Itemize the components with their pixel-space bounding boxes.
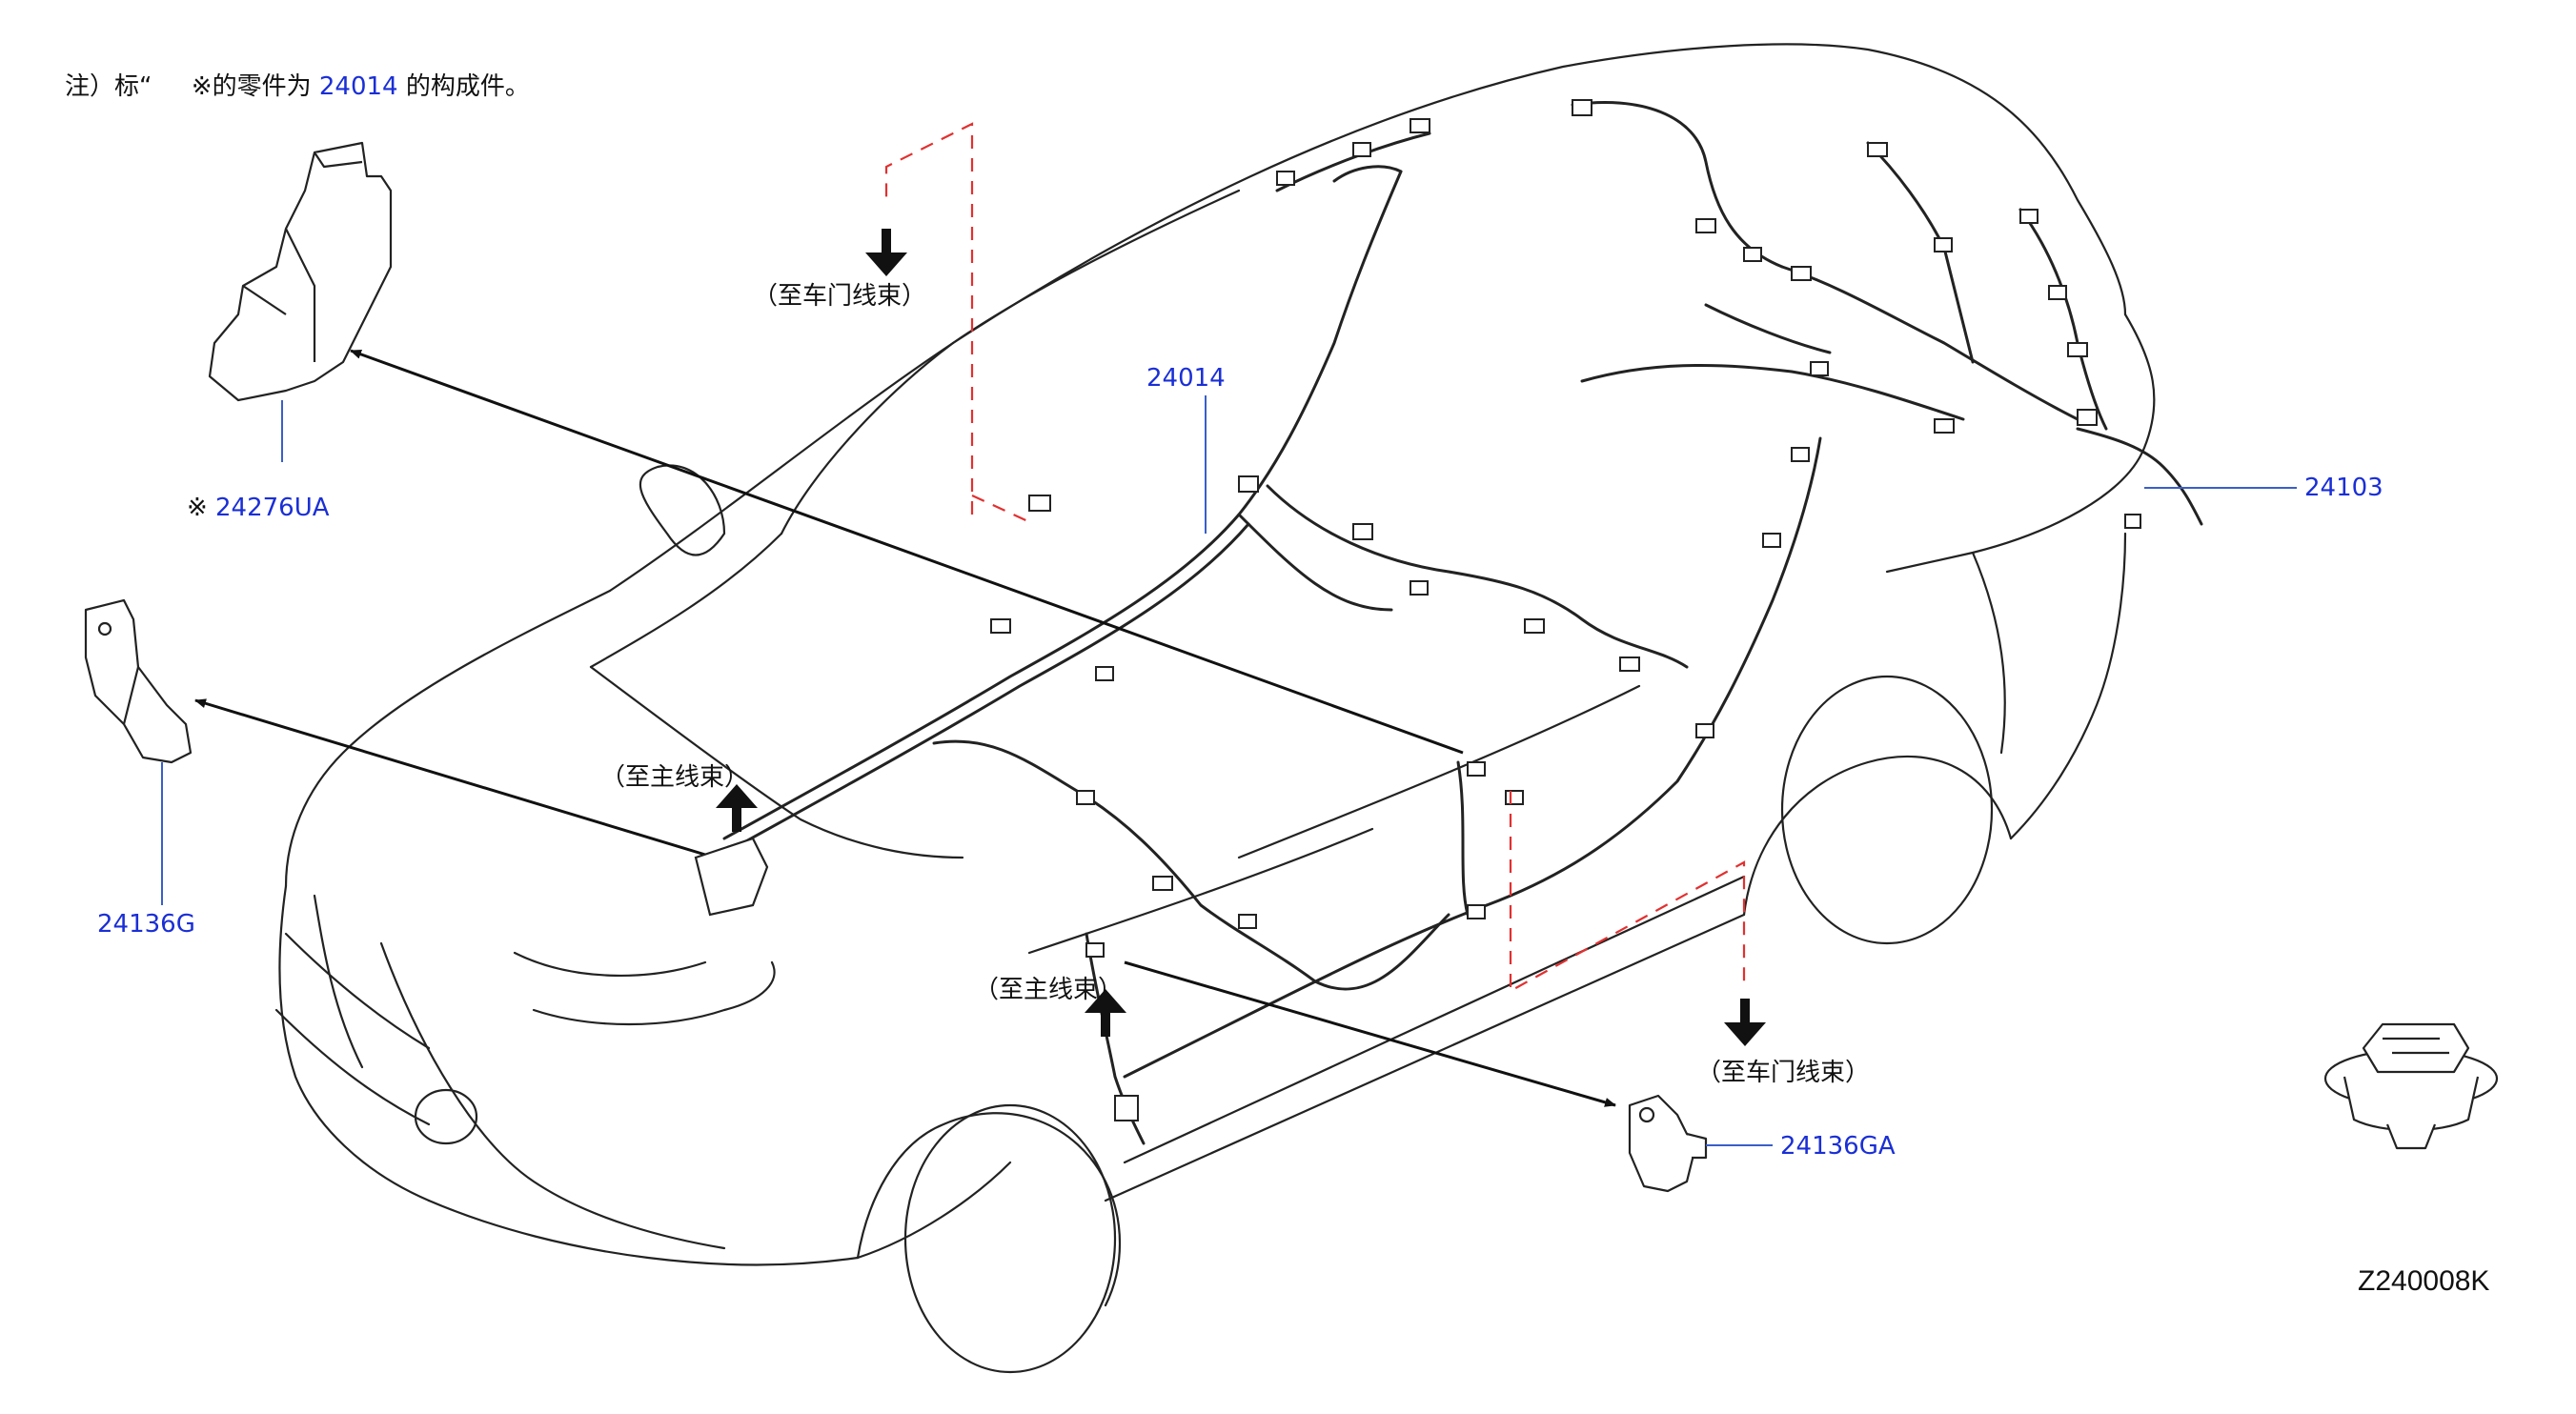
label-to-main-harness-1: （至主线束） bbox=[600, 763, 750, 792]
note-part-number: 24014 bbox=[318, 72, 398, 101]
arrow-to-door-bottom bbox=[1724, 999, 1766, 1046]
dashed-door-link-top bbox=[884, 122, 1035, 525]
label-24136GA[interactable]: 24136GA bbox=[1780, 1132, 1896, 1161]
label-24276UA[interactable]: 24276UA bbox=[215, 494, 330, 522]
label-24136G[interactable]: 24136G bbox=[97, 910, 195, 939]
label-to-door-harness-bottom: （至车门线束） bbox=[1696, 1059, 1871, 1087]
note-suffix: 的构成件。 bbox=[405, 72, 530, 101]
arrow-to-24276UA bbox=[350, 349, 1464, 755]
arrow-to-main-2 bbox=[1085, 989, 1126, 1037]
diagram-code: Z240008K bbox=[2358, 1265, 2490, 1297]
note-marker: ※ bbox=[191, 72, 213, 101]
arrow-to-door-top bbox=[865, 229, 907, 276]
bracket-plate-front bbox=[694, 837, 769, 917]
car-body-outline bbox=[274, 43, 2156, 1374]
part-24136GA-drawing bbox=[1628, 1094, 1708, 1193]
clip-drawing bbox=[2323, 1022, 2499, 1150]
part-24276UA-drawing bbox=[208, 141, 393, 402]
label-24014[interactable]: 24014 bbox=[1146, 364, 1226, 393]
arrow-to-24136GA bbox=[1124, 960, 1616, 1107]
note-middle: 的零件为 bbox=[212, 72, 312, 101]
label-to-main-harness-2: （至主线束） bbox=[974, 976, 1124, 1004]
dashed-door-link-bottom bbox=[1509, 791, 1746, 993]
label-to-door-harness-top: （至车门线束） bbox=[753, 282, 927, 311]
arrow-to-main-1 bbox=[716, 784, 758, 832]
harness-connectors bbox=[990, 99, 2141, 1121]
arrow-to-24136G bbox=[194, 698, 716, 859]
part-24136G-drawing bbox=[84, 598, 193, 764]
note-text: 注）标“ ※的零件为 24014 的构成件。 bbox=[65, 67, 530, 102]
note-prefix: 注）标“ bbox=[65, 72, 152, 101]
label-24103[interactable]: 24103 bbox=[2304, 474, 2383, 502]
label-24276UA-marker: ※ bbox=[187, 494, 208, 522]
wiring-harness bbox=[722, 101, 2203, 1145]
